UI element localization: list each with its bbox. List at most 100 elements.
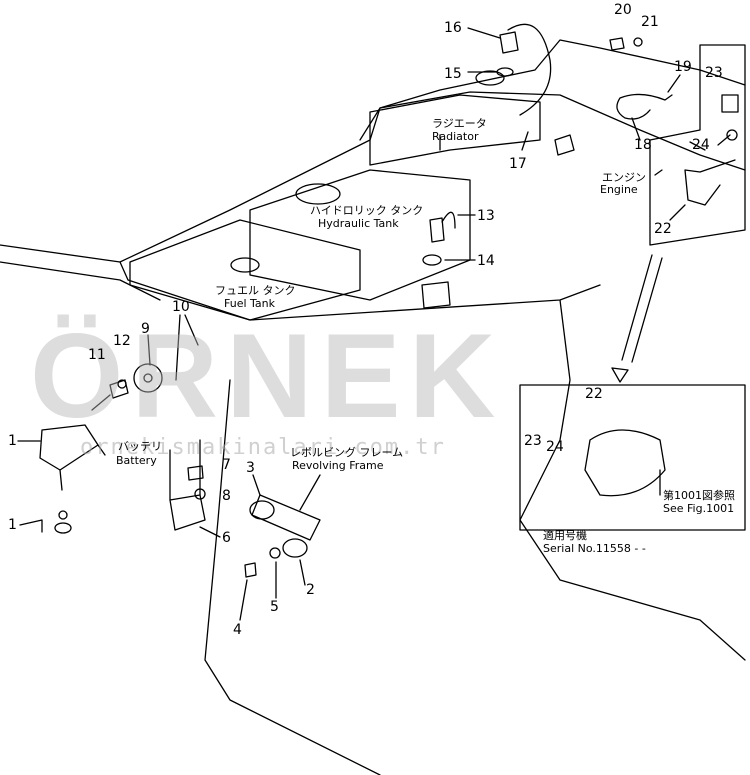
radiator-cap <box>475 70 505 86</box>
part-number-22-detail: 22 <box>585 386 603 402</box>
pointer-arrow-shaft-2 <box>631 257 663 363</box>
engine-detail-frame <box>649 44 746 246</box>
leader-22a <box>669 204 686 221</box>
leader-10 <box>175 314 199 381</box>
engine-label-en: Engine <box>600 183 638 196</box>
part-number-4: 4 <box>233 622 242 638</box>
sensor-13 <box>429 211 456 243</box>
engine-label-jp: エンジン <box>602 171 646 184</box>
fuel-tank-label-jp: フュエル タンク <box>215 284 296 297</box>
part-number-9: 9 <box>141 321 150 337</box>
alternator-center <box>143 373 153 383</box>
washer-21 <box>633 37 643 47</box>
bolt-17 <box>554 134 575 156</box>
radiator-box <box>369 94 541 166</box>
hydraulic-tank-label-en: Hydraulic Tank <box>318 217 399 230</box>
washer-12 <box>117 379 127 389</box>
leader-4 <box>239 579 248 621</box>
watermark-brand: ÖRNEK <box>30 309 504 443</box>
leader-revolving <box>299 474 321 511</box>
o-ring-14 <box>422 254 442 266</box>
hood-top <box>359 91 746 171</box>
fuel-tank-label-en: Fuel Tank <box>224 297 275 310</box>
revolving-frame-label-jp: レボルビング フレーム <box>290 446 404 459</box>
part-number-8: 8 <box>222 488 231 504</box>
part-number-24-detail: 24 <box>546 439 564 455</box>
wiring-harness-22 <box>684 159 736 206</box>
washer-1 <box>58 510 68 520</box>
leader-18 <box>631 117 641 141</box>
counterweight-edge <box>0 261 161 301</box>
radiator-label-en: Radiator <box>432 130 479 143</box>
radiator-label-jp: ラジエータ <box>432 117 487 130</box>
sensor-wire-16 <box>507 23 552 116</box>
part-number-17: 17 <box>509 156 527 172</box>
hydraulic-tank-label-jp: ハイドロリック タンク <box>310 204 424 217</box>
side-panel <box>204 379 381 775</box>
pointer-arrow-shaft <box>621 254 653 361</box>
bolt-4 <box>244 562 257 578</box>
revolving-frame-label-en: Revolving Frame <box>292 459 384 472</box>
o-ring-15 <box>496 67 514 77</box>
fuel-tank-cap <box>230 257 260 273</box>
part-number-19: 19 <box>674 59 692 75</box>
part-number-10: 10 <box>172 299 190 315</box>
part-number-14: 14 <box>477 253 495 269</box>
part-number-11: 11 <box>88 347 106 363</box>
leader-3 <box>252 474 261 496</box>
bolt-20 <box>609 37 625 51</box>
serial-label-en: Serial No.11558 - - <box>543 542 646 555</box>
battery-label-jp: バッテリ <box>118 440 162 453</box>
hydraulic-tank-cap <box>295 183 341 205</box>
pointer-arrow-head <box>611 367 629 383</box>
bolt-23 <box>721 94 739 113</box>
leader-24a <box>689 134 731 151</box>
bolt-7 <box>187 465 204 481</box>
battery-relay <box>169 494 206 531</box>
washer-8 <box>194 488 206 500</box>
leader-19 <box>667 74 681 93</box>
wiring-harness-18 <box>616 93 673 120</box>
leader-1b <box>19 519 43 533</box>
part-number-1-battery: 1 <box>8 433 17 449</box>
watermark-url: ornekismakinalari.com.tr <box>80 435 446 460</box>
sender-16 <box>499 31 519 54</box>
alternator-body <box>133 363 163 393</box>
part-number-2: 2 <box>306 582 315 598</box>
part-number-3: 3 <box>246 460 255 476</box>
fuel-tank-box <box>129 219 361 321</box>
bolt-11 <box>91 379 129 411</box>
grommet-2 <box>282 538 308 558</box>
see-fig-label-en: See Fig.1001 <box>663 502 735 515</box>
part-number-21: 21 <box>641 14 659 30</box>
leader-17 <box>521 131 529 151</box>
see-fig-label-jp: 第1001図参照 <box>663 489 735 502</box>
detail-callout-box <box>519 384 746 531</box>
revolving-frame-lower <box>519 299 746 661</box>
washer-5 <box>269 547 281 559</box>
nut-1 <box>54 522 72 534</box>
battery-relay-rods <box>169 439 201 501</box>
battery-cable <box>59 444 106 491</box>
leader-2 <box>299 559 306 586</box>
leader-9 <box>147 334 151 366</box>
part-number-5: 5 <box>270 599 279 615</box>
part-number-20: 20 <box>614 2 632 18</box>
part-number-13: 13 <box>477 208 495 224</box>
part-number-1-nut: 1 <box>8 517 17 533</box>
part-number-7: 7 <box>222 457 231 473</box>
leader-6 <box>199 526 221 538</box>
washer-24 <box>726 129 738 141</box>
leader-16 <box>467 27 501 39</box>
part-number-23-detail: 23 <box>524 433 542 449</box>
switch-14 <box>421 281 451 309</box>
part-number-6: 6 <box>222 530 231 546</box>
grommet-3 <box>249 500 275 520</box>
part-number-22-top: 22 <box>654 221 672 237</box>
part-number-12: 12 <box>113 333 131 349</box>
part-number-23-top: 23 <box>705 65 723 81</box>
machine-body-outline <box>0 39 746 263</box>
part-number-15: 15 <box>444 66 462 82</box>
